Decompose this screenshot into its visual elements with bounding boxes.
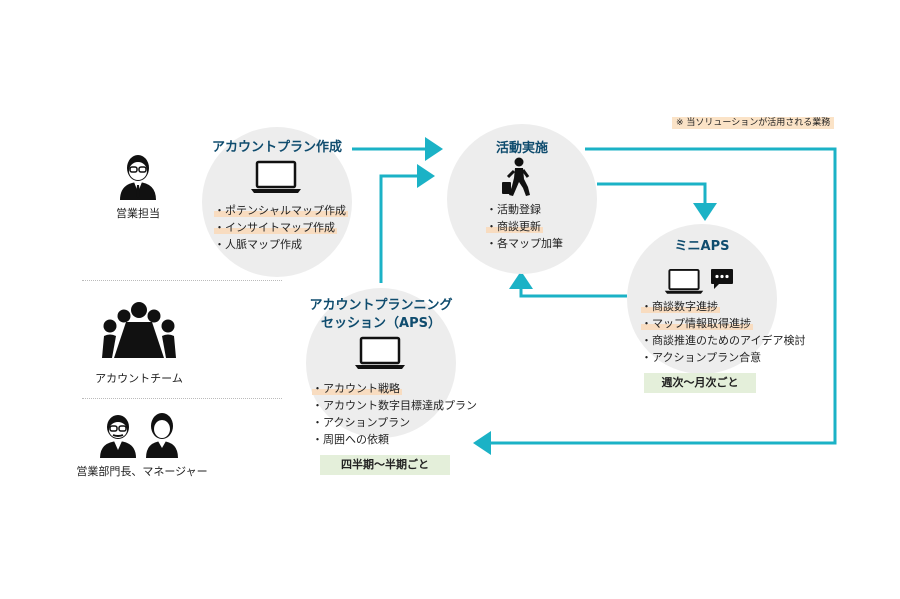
mini-aps-frequency: 週次〜月次ごと — [644, 373, 756, 393]
activity-item: ・活動登録 — [486, 203, 541, 216]
activity-list: ・活動登録 ・商談更新 ・各マップ加筆 — [486, 201, 563, 252]
account-plan-item: ・人脈マップ作成 — [214, 238, 302, 251]
mini-aps-list: ・商談数字進捗 ・マップ情報取得進捗 ・商談推進のためのアイデア検討 ・アクショ… — [641, 298, 805, 366]
mini-aps-item: ・アクションプラン合意 — [641, 351, 762, 364]
activity-item: ・商談更新 — [486, 220, 543, 233]
account-plan-item: ・インサイトマップ作成 — [214, 221, 337, 234]
team-icon — [102, 302, 176, 358]
chat-bubble-icon — [711, 269, 733, 289]
laptop-icon — [355, 336, 405, 369]
role-managers: 営業部門長、マネージャー — [76, 465, 208, 478]
laptop-icon — [251, 160, 301, 193]
solution-note: ※ 当ソリューションが活用される業務 — [672, 117, 835, 129]
mini-aps-item: ・商談推進のためのアイデア検討 — [641, 334, 806, 347]
aps-frequency: 四半期〜半期ごと — [320, 455, 450, 475]
account-plan-item: ・ポテンシャルマップ作成 — [214, 204, 348, 217]
account-plan-list: ・ポテンシャルマップ作成 ・インサイトマップ作成 ・人脈マップ作成 — [214, 202, 348, 253]
manager-man-icon — [100, 415, 136, 458]
arrow-miniaps-to-activity — [509, 271, 627, 298]
mini-aps-item: ・商談数字進捗 — [641, 300, 720, 313]
mini-aps-item: ・マップ情報取得進捗 — [641, 317, 753, 330]
manager-woman-icon — [146, 413, 178, 458]
sales-person-icon — [120, 155, 156, 200]
arrow-aps-to-activity — [379, 164, 435, 283]
account-plan-circle — [202, 127, 352, 277]
aps-title-line1: アカウントプランニング — [309, 298, 453, 313]
arrow-activity-to-miniaps — [597, 182, 717, 221]
mini-aps-title: ミニAPS — [674, 239, 730, 254]
arrow-activity-to-aps — [473, 147, 837, 455]
walking-person-icon — [502, 157, 530, 196]
aps-item: ・アカウント数字目標達成プラン — [312, 399, 477, 412]
mini-aps-circle — [627, 224, 777, 374]
role-team: アカウントチーム — [95, 372, 183, 385]
divider-2 — [82, 398, 282, 399]
activity-circle — [447, 124, 597, 274]
aps-item: ・周囲への依頼 — [312, 433, 389, 446]
activity-title: 活動実施 — [495, 141, 548, 156]
laptop-icon — [664, 268, 704, 294]
aps-item: ・アクションプラン — [312, 416, 411, 429]
account-plan-title: アカウントプラン作成 — [211, 140, 342, 155]
activity-item: ・各マップ加筆 — [486, 237, 563, 250]
aps-item: ・アカウント戦略 — [312, 382, 402, 395]
aps-title-line2: セッション（APS） — [321, 316, 441, 331]
role-sales: 営業担当 — [116, 207, 160, 220]
aps-list: ・アカウント戦略 ・アカウント数字目標達成プラン ・アクションプラン ・周囲への… — [312, 380, 477, 448]
divider-1 — [82, 280, 282, 281]
